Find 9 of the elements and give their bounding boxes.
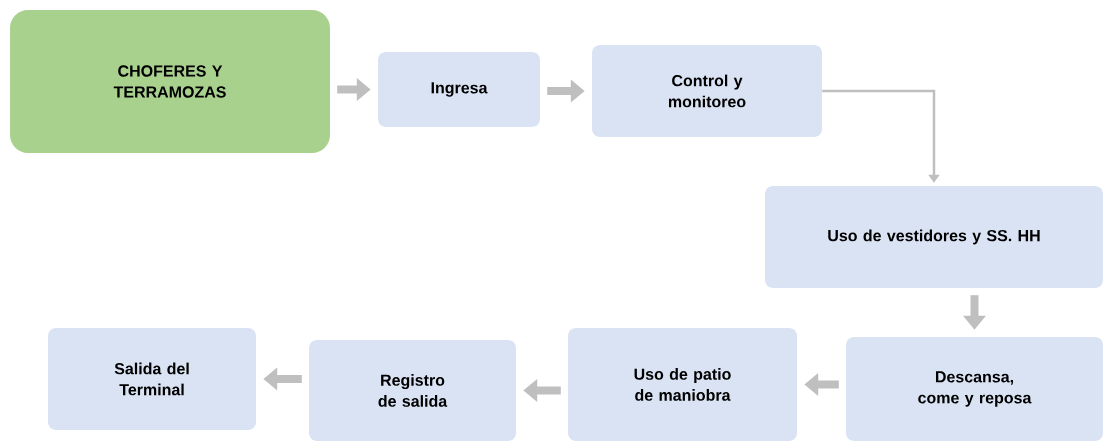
process-box: Registro de salida xyxy=(309,340,516,441)
process-box: CHOFERES Y TERRAMOZAS xyxy=(10,10,330,153)
arrow xyxy=(822,89,940,183)
process-box: Uso de vestidores y SS. HH xyxy=(765,186,1103,288)
process-box: Salida del Terminal xyxy=(48,328,256,430)
process-box: Control y monitoreo xyxy=(592,45,822,137)
process-box: Uso de patio de maniobra xyxy=(568,328,797,441)
process-box: Descansa, come y reposa xyxy=(846,337,1103,441)
process-box: Ingresa xyxy=(378,52,540,127)
